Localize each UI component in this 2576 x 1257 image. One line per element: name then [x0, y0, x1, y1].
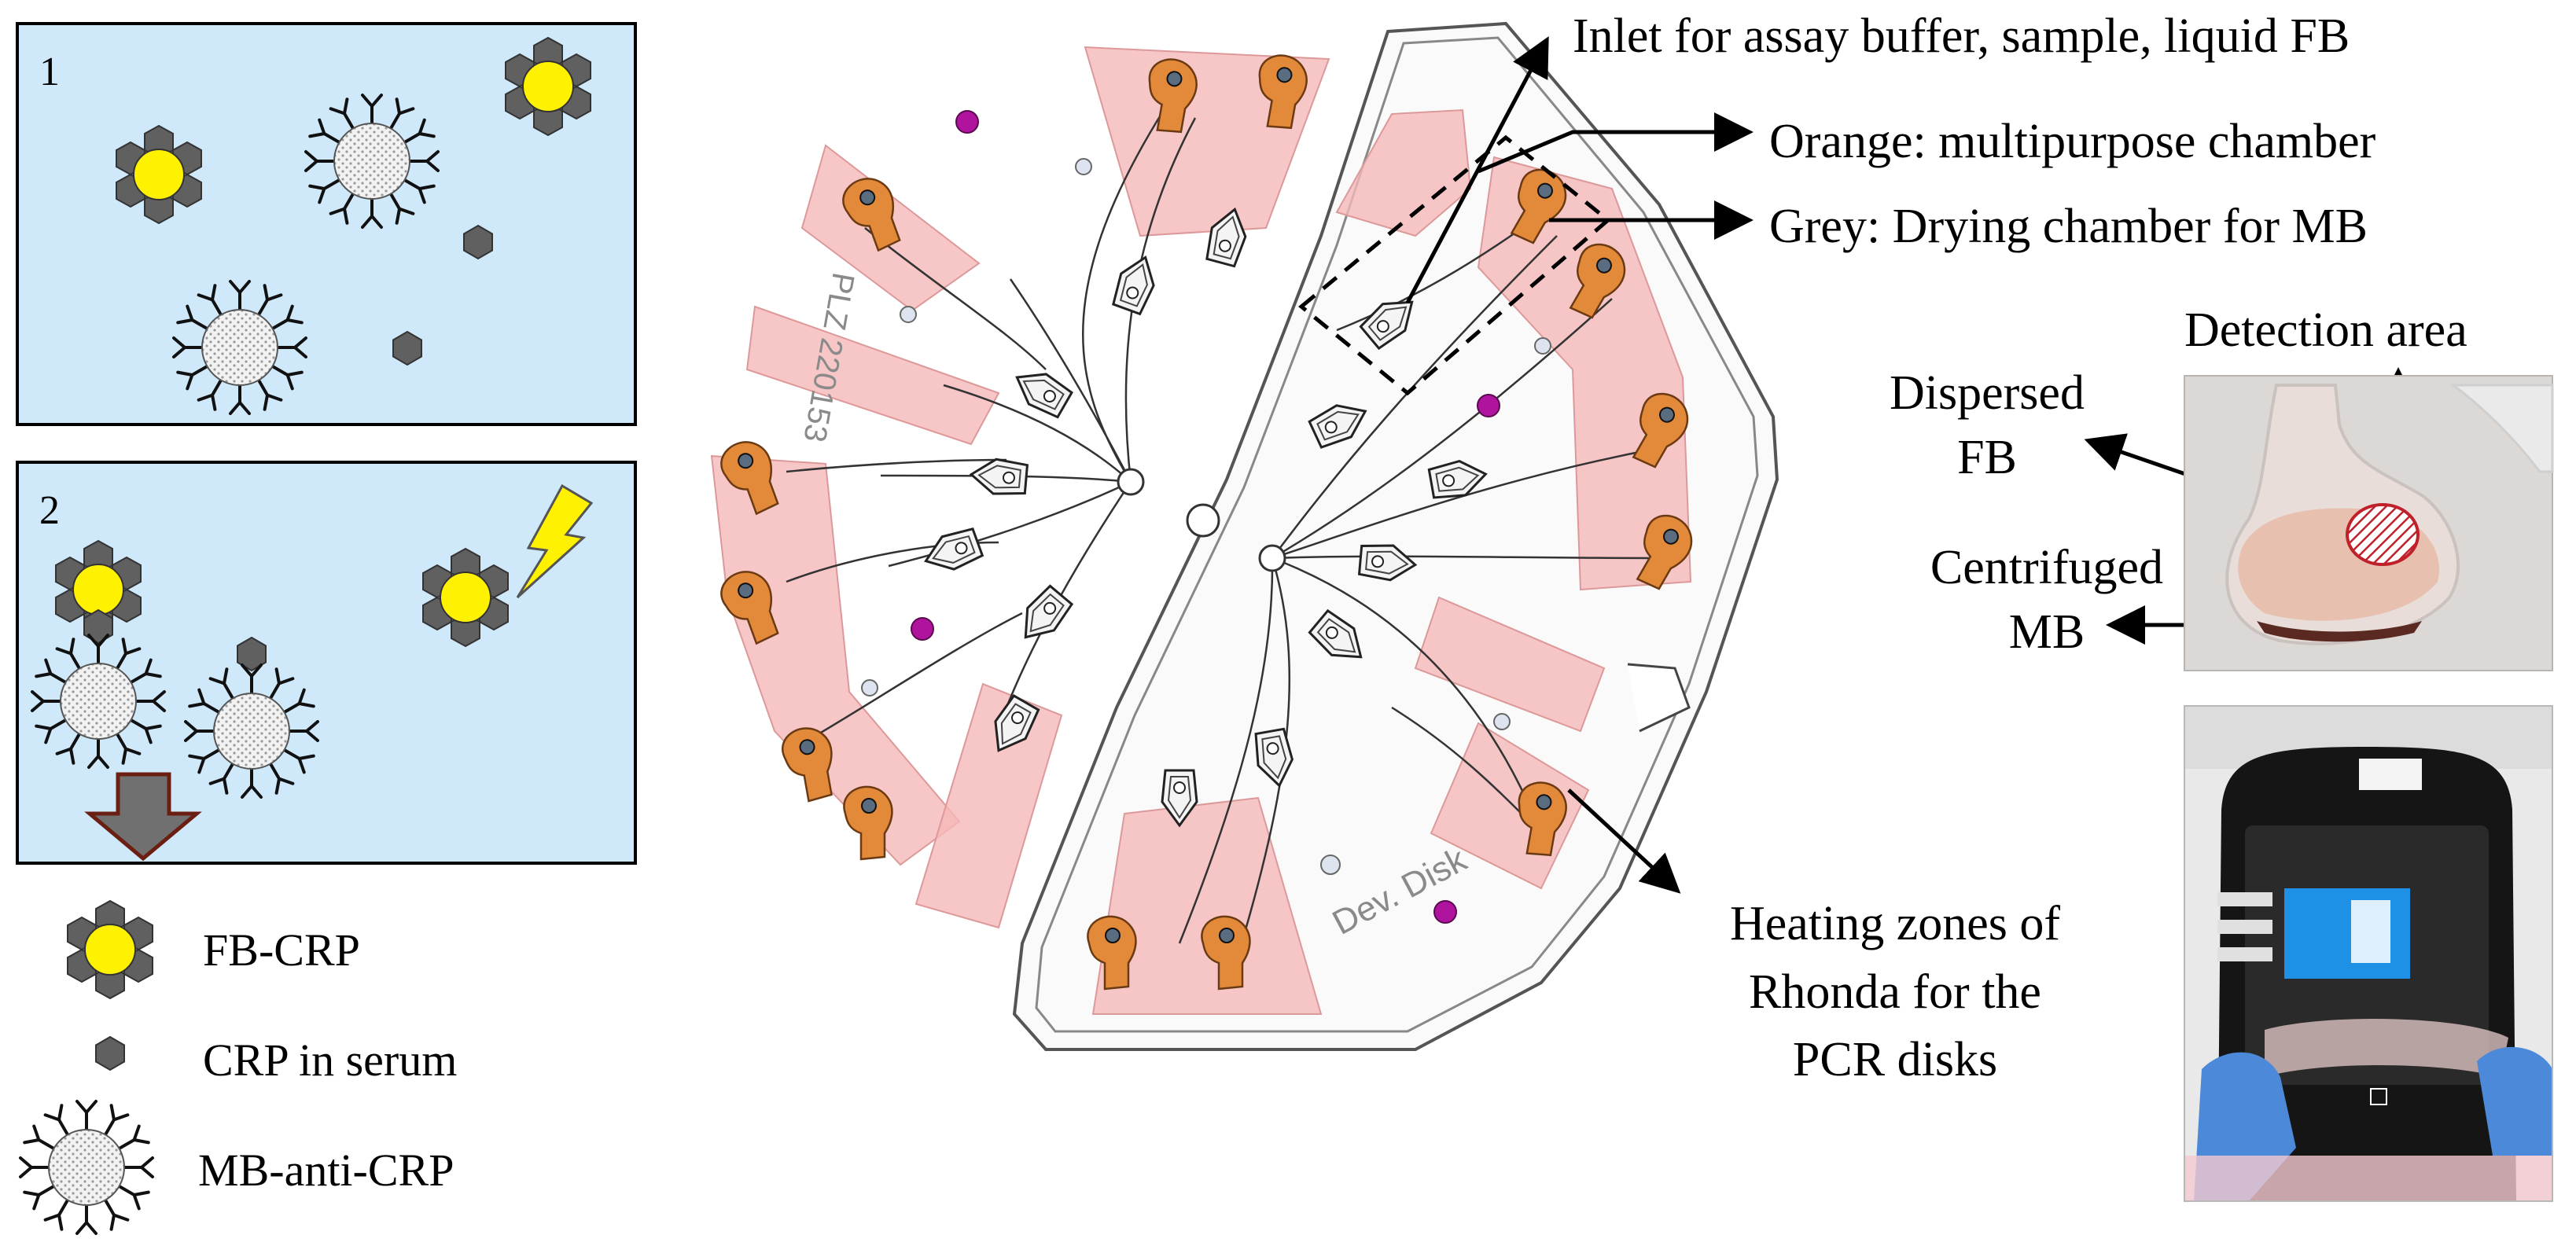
- down-arrow-icon: [84, 772, 202, 862]
- label-heating-1: Heating zones of: [1730, 897, 2060, 950]
- legend: FB-CRP CRP in serum MB-anti-CRP: [20, 900, 457, 1233]
- channels-left: [786, 109, 1197, 741]
- legend-crp-icon: [95, 1036, 125, 1071]
- label-orange: Orange: multipurpose chamber: [1769, 115, 2376, 168]
- heating-zone: [710, 454, 961, 866]
- crp-particle: [83, 609, 113, 644]
- photo-rhonda-device: [2184, 705, 2553, 1202]
- legend-mb-label: MB-anti-CRP: [198, 1145, 454, 1196]
- crp-particle: [463, 225, 493, 259]
- label-dispersed-2: FB: [1957, 431, 2017, 484]
- device-screen: [2284, 888, 2410, 979]
- microfluidic-disk: PLZ 220153 Dev. Disk: [710, 21, 1779, 1051]
- arrow-inlet: [1405, 36, 1549, 304]
- crp-particle: [392, 331, 422, 366]
- legend-mb-icon: [20, 1101, 153, 1233]
- heating-zone: [1335, 108, 1472, 237]
- legend-fb-crp-icon: [67, 900, 153, 999]
- panel-2-number: 2: [39, 488, 60, 533]
- panel-1: 1: [16, 22, 637, 426]
- annotations: Inlet for assay buffer, sample, liquid F…: [1573, 9, 2467, 1086]
- channels-right: [1178, 219, 1668, 968]
- vent-holes: [861, 158, 1551, 875]
- photo-detection-chamber: [2184, 375, 2554, 671]
- panel-1-number: 1: [39, 50, 60, 94]
- heating-zone: [914, 682, 1063, 929]
- label-heating-3: PCR disks: [1793, 1033, 1997, 1086]
- magenta-markers: [911, 110, 1500, 924]
- lightning-icon: [516, 483, 594, 599]
- label-grey: Grey: Drying chamber for MB: [1769, 200, 2368, 253]
- heating-zone: [1414, 596, 1606, 733]
- label-dispersed-1: Dispersed: [1890, 366, 2085, 420]
- heating-zones: [710, 46, 1692, 1015]
- hub-left: [1117, 468, 1145, 496]
- label-detection-area: Detection area: [2184, 303, 2467, 357]
- label-centrifuged-1: Centrifuged: [1930, 541, 2163, 594]
- legend-crp-label: CRP in serum: [203, 1035, 457, 1086]
- hub-center: [1186, 503, 1220, 538]
- panel-2: 2: [16, 461, 637, 865]
- legend-fb-crp-label: FB-CRP: [203, 924, 360, 976]
- label-inlet: Inlet for assay buffer, sample, liquid F…: [1573, 9, 2350, 63]
- label-centrifuged-2: MB: [2009, 605, 2085, 659]
- arrow-orange: [1478, 112, 1754, 174]
- heating-zone: [745, 305, 1000, 446]
- detection-area-marker: [2346, 503, 2420, 566]
- hub-right: [1258, 544, 1286, 572]
- label-heating-2: Rhonda for the: [1749, 965, 2041, 1019]
- arrow-heating: [1567, 788, 1681, 894]
- disk-notch: [1627, 663, 1691, 733]
